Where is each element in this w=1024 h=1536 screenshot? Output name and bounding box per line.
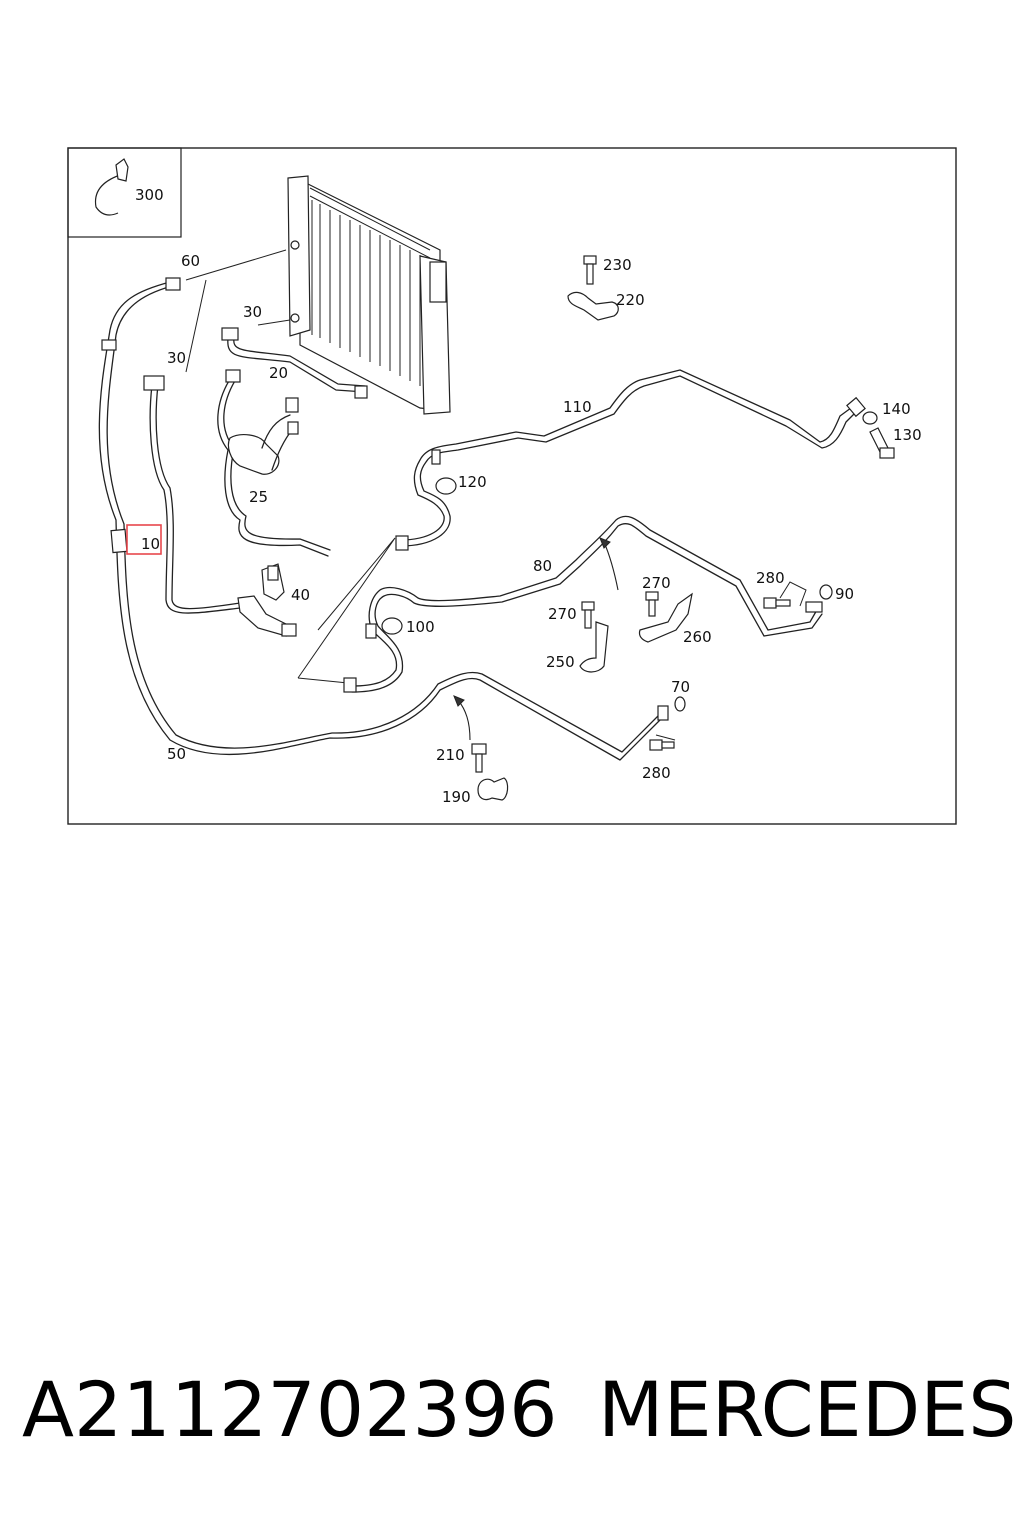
highlight-box (126, 524, 162, 555)
label-80: 80 (533, 557, 552, 575)
bracket-250-icon (579, 621, 609, 673)
caption-bar: A2112702396 MERCEDES (0, 1365, 1024, 1475)
label-100: 100 (406, 618, 435, 636)
label-280-right: 280 (756, 569, 785, 587)
clip-icon (94, 158, 129, 216)
label-210: 210 (436, 746, 465, 764)
oring-90-icon (819, 584, 833, 600)
label-220: 220 (616, 291, 645, 309)
label-10: 10 (141, 535, 160, 553)
label-140: 140 (882, 400, 911, 418)
label-270-left: 270 (548, 605, 577, 623)
label-70: 70 (671, 678, 690, 696)
inset-box (67, 147, 182, 238)
bolt-210-icon (471, 743, 487, 773)
label-130: 130 (893, 426, 922, 444)
label-20: 20 (269, 364, 288, 382)
bolt-270-left-icon (581, 601, 595, 629)
bracket-260-icon (638, 592, 693, 643)
label-190: 190 (442, 788, 471, 806)
label-25: 25 (249, 488, 268, 506)
label-270-right: 270 (642, 574, 671, 592)
clip-190-icon (477, 777, 509, 801)
part-number: A2112702396 (22, 1365, 558, 1454)
radiator-icon (287, 175, 451, 415)
label-60: 60 (181, 252, 200, 270)
bolt-230-icon (583, 255, 597, 285)
label-120: 120 (458, 473, 487, 491)
label-90: 90 (835, 585, 854, 603)
label-30-left: 30 (167, 349, 186, 367)
label-230: 230 (603, 256, 632, 274)
bolt-130-icon (869, 427, 895, 459)
label-30-top: 30 (243, 303, 262, 321)
bolt-270-right-icon (645, 591, 659, 617)
label-300: 300 (135, 186, 164, 204)
label-280-lower: 280 (642, 764, 671, 782)
brand-name: MERCEDES (598, 1365, 1017, 1454)
bracket-220-icon (567, 291, 619, 321)
label-260: 260 (683, 628, 712, 646)
oring-140-icon (862, 411, 878, 425)
label-40: 40 (291, 586, 310, 604)
label-250: 250 (546, 653, 575, 671)
bolt-280-lower-icon (649, 739, 675, 751)
label-50: 50 (167, 745, 186, 763)
diagram-frame (67, 147, 957, 825)
label-110: 110 (563, 398, 592, 416)
bolt-280-right-icon (763, 597, 791, 609)
parts-diagram: 300 60 30 30 20 25 10 40 50 230 220 110 … (67, 147, 957, 825)
oring-70-icon (674, 696, 686, 712)
